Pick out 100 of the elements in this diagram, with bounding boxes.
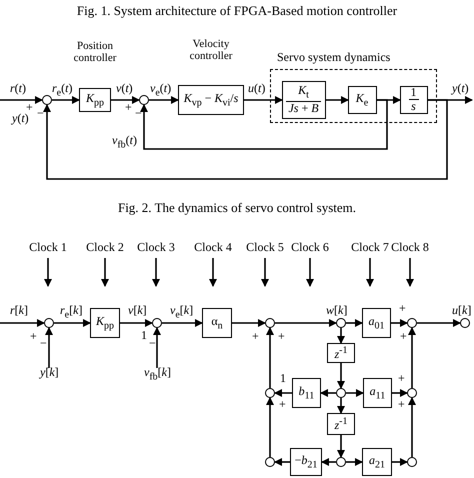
arrow bbox=[346, 458, 363, 466]
clock-label: Clock 1 bbox=[26, 241, 70, 255]
sign-label: + bbox=[398, 398, 405, 411]
summing-junction bbox=[265, 457, 275, 467]
arrow bbox=[320, 389, 336, 397]
arrow bbox=[392, 389, 408, 397]
sign-label: + bbox=[399, 302, 406, 315]
sign-label: + bbox=[26, 101, 33, 114]
arrow bbox=[346, 389, 364, 397]
arrow bbox=[0, 319, 45, 327]
clock-arrow bbox=[101, 258, 109, 287]
block-box: z$^{-1}$ bbox=[327, 413, 355, 435]
block-box: a$_{01}$ bbox=[362, 308, 391, 338]
block-box: −b$_{21}$ bbox=[290, 448, 322, 476]
arrow bbox=[326, 96, 349, 104]
clock-arrow bbox=[209, 258, 217, 287]
figure-caption: Fig. 2. The dynamics of servo control system. bbox=[118, 200, 356, 215]
signal-label: y(t) bbox=[12, 112, 29, 125]
clock-arrow bbox=[261, 258, 269, 287]
signal-label: y[k] bbox=[40, 366, 59, 379]
block-box: 1 s bbox=[400, 86, 428, 114]
sign-label: − bbox=[37, 107, 44, 120]
arrow bbox=[391, 319, 408, 327]
arrow bbox=[120, 319, 153, 327]
summing-junction bbox=[336, 318, 346, 328]
clock-label: Clock 6 bbox=[288, 241, 332, 255]
signal-label: r$_{e}$(t) bbox=[52, 82, 72, 100]
block-box: z$^{-1}$ bbox=[327, 343, 355, 363]
block-box: K$_{t}$ Js + B bbox=[282, 80, 326, 118]
arrow bbox=[266, 327, 274, 388]
block-caption: Velocity controller bbox=[188, 38, 234, 64]
sign-label: − bbox=[149, 337, 156, 350]
block-caption: Position controller bbox=[72, 40, 118, 66]
signal-label: w[k] bbox=[326, 304, 348, 317]
figure-title: Fig. 1. System architecture of FPGA-Based motion controller bbox=[76, 3, 398, 18]
clock-arrow bbox=[366, 258, 374, 287]
arrow bbox=[408, 327, 416, 388]
signal-label: v[k] bbox=[128, 304, 147, 317]
summing-junction bbox=[336, 388, 346, 398]
summing-junction bbox=[336, 457, 346, 467]
clock-label: Clock 3 bbox=[134, 241, 178, 255]
signal-label: v(t) bbox=[116, 82, 133, 95]
arrow bbox=[392, 458, 408, 466]
arrow bbox=[321, 458, 336, 466]
block-box: K$_{e}$ bbox=[348, 86, 376, 114]
sign-label: + bbox=[125, 101, 132, 114]
summing-junction bbox=[265, 318, 275, 328]
arrow bbox=[232, 319, 266, 327]
arrow bbox=[337, 398, 345, 414]
arrow bbox=[266, 397, 274, 457]
arrow bbox=[162, 319, 203, 327]
sign-label: − bbox=[40, 337, 47, 350]
arrow bbox=[337, 435, 345, 458]
summing-junction bbox=[407, 318, 417, 328]
signal-label: u[k] bbox=[452, 304, 472, 317]
arrow bbox=[337, 328, 345, 344]
arrow bbox=[52, 96, 80, 104]
sign-label: + bbox=[279, 398, 286, 411]
signal-label: r$_{e}$[k] bbox=[60, 304, 82, 322]
block-box: b$_{11}$ bbox=[292, 378, 321, 408]
clock-arrow bbox=[306, 258, 314, 287]
summing-junction bbox=[139, 95, 149, 105]
signal-label: v$_{fb}$[k] bbox=[144, 366, 171, 384]
signal-label: v$_{fb}$(t) bbox=[112, 134, 138, 152]
clock-arrow bbox=[44, 258, 52, 287]
arrow bbox=[417, 319, 461, 327]
block-box: K$_{pp}$ bbox=[90, 308, 120, 338]
summing-junction bbox=[42, 95, 52, 105]
arrow bbox=[54, 319, 91, 327]
signal-label: v$_{e}$[k] bbox=[170, 304, 194, 322]
arrow bbox=[274, 389, 292, 397]
clock-arrow bbox=[406, 258, 414, 287]
arrow bbox=[140, 99, 388, 150]
clock-label: Clock 4 bbox=[191, 241, 235, 255]
arrow bbox=[275, 319, 337, 327]
summing-junction bbox=[460, 318, 470, 328]
arrow bbox=[149, 96, 179, 104]
summing-junction bbox=[407, 388, 417, 398]
arrow bbox=[111, 96, 140, 104]
sign-label: 1 bbox=[280, 372, 286, 385]
summing-junction bbox=[265, 388, 275, 398]
arrow bbox=[43, 99, 448, 180]
summing-junction bbox=[407, 457, 417, 467]
signal-label: r[k] bbox=[10, 304, 28, 317]
clock-arrow bbox=[152, 258, 160, 287]
group-title: Servo system dynamics bbox=[277, 51, 390, 63]
sign-label: + bbox=[398, 372, 405, 385]
block-box: a$_{21}$ bbox=[362, 448, 392, 476]
block-box: α$_{n}$ bbox=[202, 308, 232, 338]
sign-label: + bbox=[30, 330, 37, 343]
summing-junction bbox=[152, 318, 162, 328]
arrow bbox=[337, 363, 345, 389]
sign-label: + bbox=[400, 330, 407, 343]
block-box: a$_{11}$ bbox=[363, 378, 392, 408]
arrow bbox=[244, 96, 283, 104]
arrow bbox=[274, 458, 290, 466]
clock-label: Clock 5 bbox=[243, 241, 287, 255]
block-box: K$_{vp}$ − K$_{vi}$/s bbox=[178, 85, 244, 115]
signal-label: y(t) bbox=[452, 82, 469, 95]
sign-label: − bbox=[135, 107, 142, 120]
